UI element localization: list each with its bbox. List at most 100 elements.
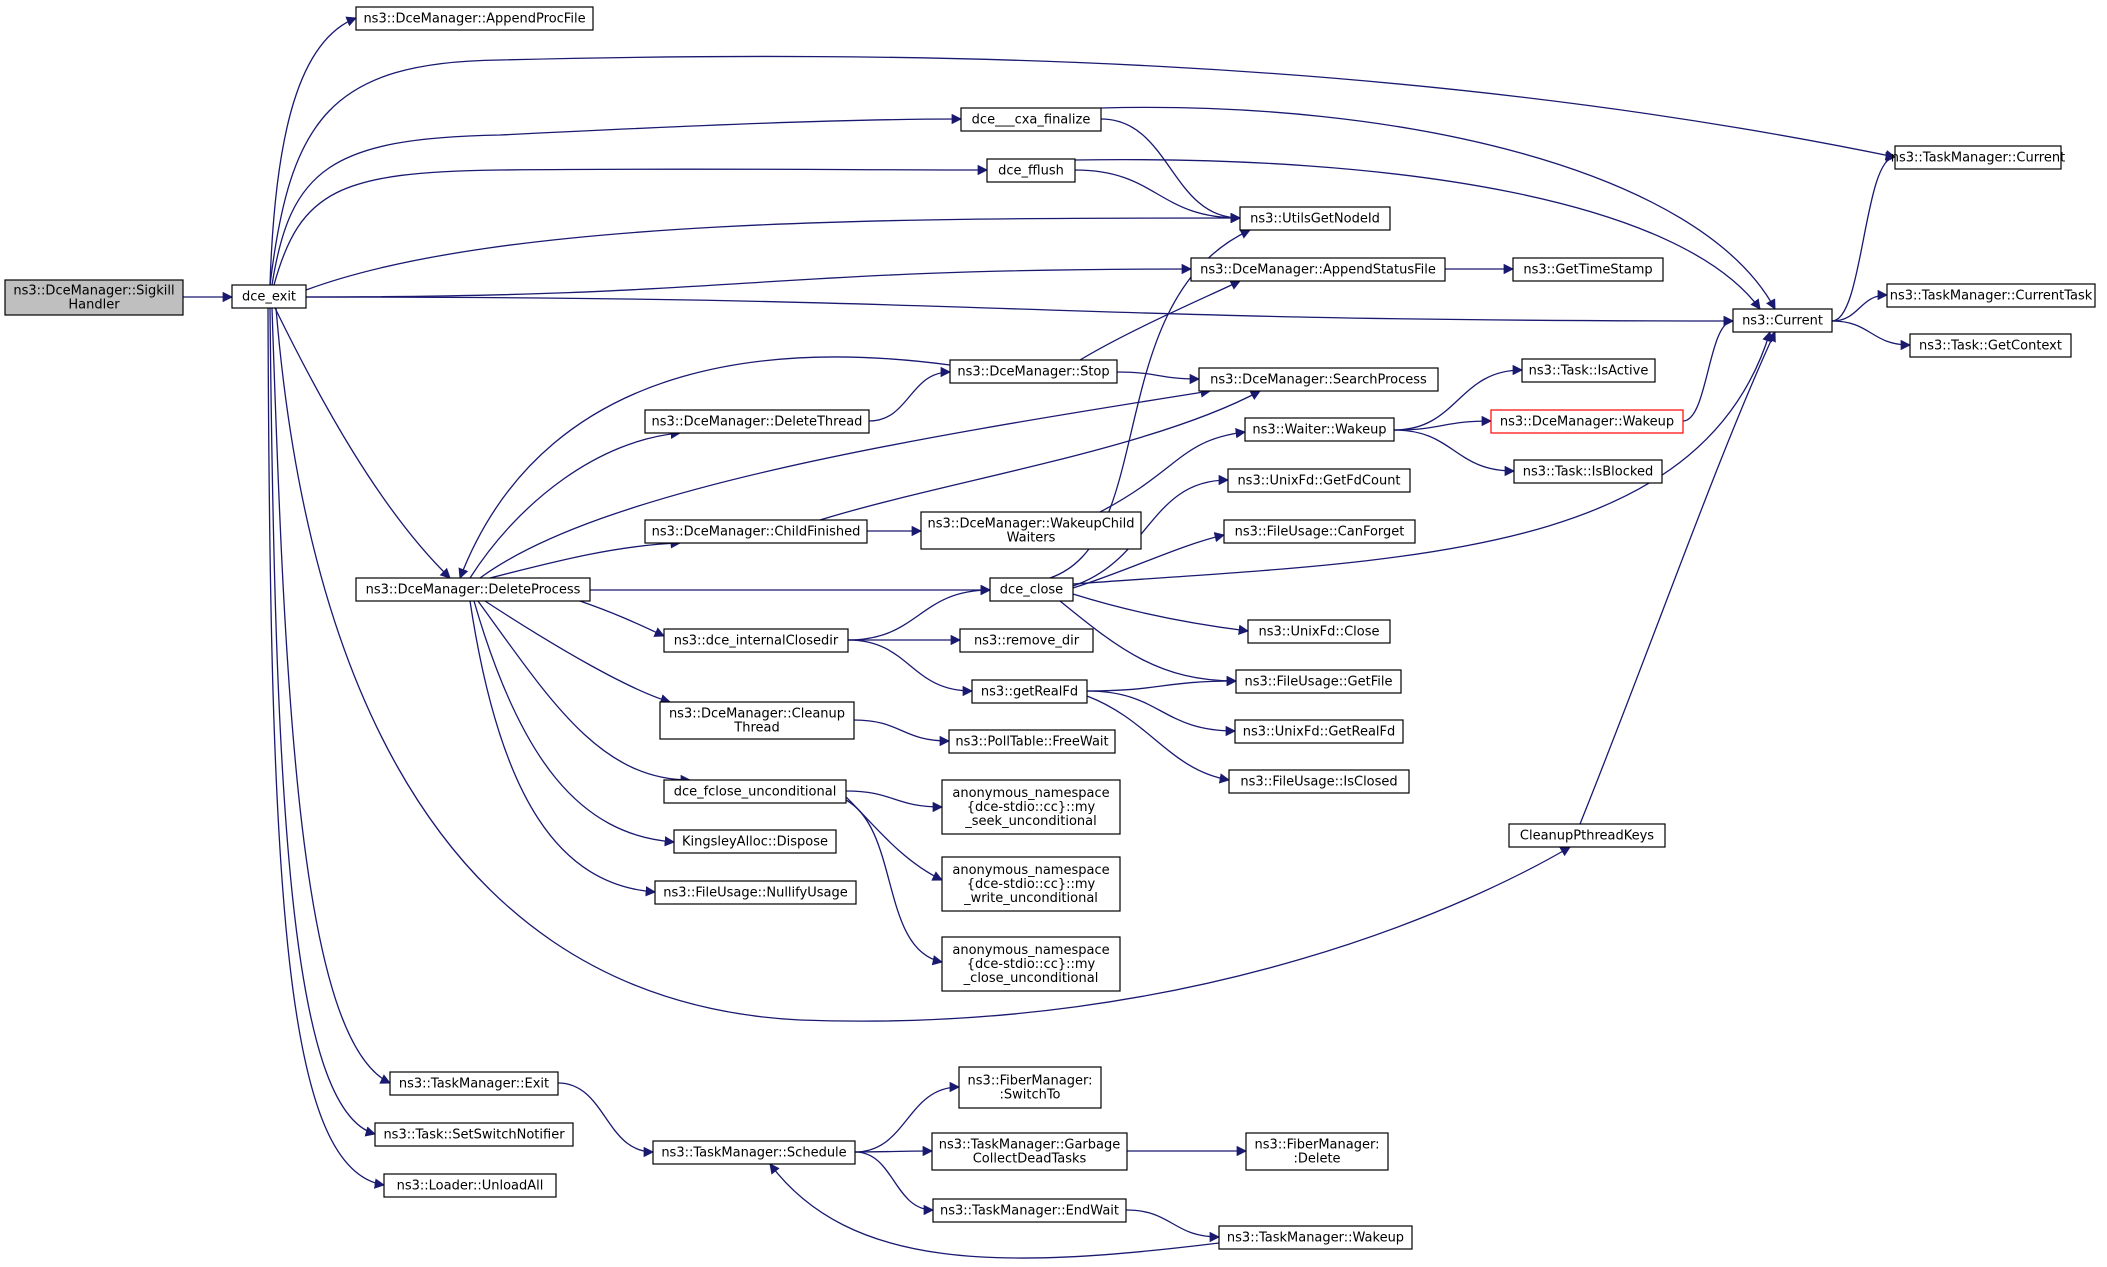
node-box bbox=[971, 679, 1088, 704]
node-box bbox=[644, 409, 870, 434]
edge-dce_close-to-getfdcount bbox=[1072, 474, 1230, 587]
node-dce-close[interactable]: dce_close bbox=[989, 577, 1074, 602]
edge-delproc-to-cleanup bbox=[484, 600, 671, 705]
node-label: _close_unconditional bbox=[963, 971, 1099, 986]
node-fm-delete[interactable]: ns3::FiberManager::Delete bbox=[1245, 1132, 1389, 1171]
node-tm-currenttask[interactable]: ns3::TaskManager::CurrentTask bbox=[1886, 283, 2096, 308]
node-isblocked[interactable]: ns3::Task::IsBlocked bbox=[1513, 459, 1663, 484]
node-getfile[interactable]: ns3::FileUsage::GetFile bbox=[1235, 669, 1402, 694]
edge-cleanupkeys-to-current bbox=[1579, 331, 1776, 825]
node-isclosed[interactable]: ns3::FileUsage::IsClosed bbox=[1228, 769, 1410, 794]
node-tm-current[interactable]: ns3::TaskManager::Current bbox=[1891, 145, 2065, 170]
node-label: ns3::DceManager::Wakeup bbox=[1500, 415, 1674, 430]
node-label: dce_fclose_unconditional bbox=[674, 785, 837, 800]
node-dm-wakeup[interactable]: ns3::DceManager::Wakeup bbox=[1490, 409, 1684, 434]
node-box bbox=[4, 279, 184, 316]
node-label: dce_fflush bbox=[998, 164, 1064, 179]
node-box bbox=[931, 1132, 1128, 1171]
edge-delproc-to-nullify bbox=[469, 600, 657, 897]
node-getfdcount[interactable]: ns3::UnixFd::GetFdCount bbox=[1227, 468, 1411, 493]
node-cleanupkeys[interactable]: CleanupPthreadKeys bbox=[1508, 823, 1666, 848]
node-stop[interactable]: ns3::DceManager::Stop bbox=[949, 359, 1118, 384]
node-fclose[interactable]: dce_fclose_unconditional bbox=[663, 779, 847, 804]
node-label: ns3::Task::SetSwitchNotifier bbox=[383, 1128, 565, 1143]
edge-childfin-to-search bbox=[819, 390, 1261, 521]
edge-stop-to-delproc bbox=[458, 356, 951, 579]
node-box bbox=[659, 701, 855, 740]
node-freewait[interactable]: ns3::PollTable::FreeWait bbox=[948, 729, 1116, 754]
edge-delproc-to-fclose bbox=[477, 600, 692, 786]
node-getrealfd[interactable]: ns3::getRealFd bbox=[971, 679, 1088, 704]
node-box bbox=[958, 1066, 1102, 1109]
edge-delproc-to-delthread bbox=[469, 428, 682, 579]
node-box bbox=[1235, 669, 1402, 694]
node-label: ns3::TaskManager::Schedule bbox=[661, 1146, 846, 1161]
node-label: _seek_unconditional bbox=[964, 814, 1096, 829]
node-switchto[interactable]: ns3::FiberManager::SwitchTo bbox=[958, 1066, 1102, 1109]
node-isactive[interactable]: ns3::Task::IsActive bbox=[1521, 358, 1656, 383]
node-fflush[interactable]: dce_fflush bbox=[986, 158, 1076, 183]
node-box bbox=[652, 1140, 856, 1165]
node-seek[interactable]: anonymous_namespace{dce-stdio::cc}::my_s… bbox=[941, 779, 1121, 835]
node-kingsley[interactable]: KingsleyAlloc::Dispose bbox=[673, 829, 837, 854]
node-canforget[interactable]: ns3::FileUsage::CanForget bbox=[1223, 519, 1416, 544]
node-label: dce_exit bbox=[242, 290, 296, 305]
node-getcontext[interactable]: ns3::Task::GetContext bbox=[1909, 333, 2072, 358]
node-ufd-getrealfd[interactable]: ns3::UnixFd::GetRealFd bbox=[1234, 719, 1404, 744]
node-box bbox=[389, 1071, 559, 1096]
node-write[interactable]: anonymous_namespace{dce-stdio::cc}::my_w… bbox=[941, 856, 1121, 912]
node-utils[interactable]: ns3::UtilsGetNodeId bbox=[1239, 206, 1391, 231]
node-closedir[interactable]: ns3::dce_internalClosedir bbox=[663, 628, 849, 653]
node-setswitch[interactable]: ns3::Task::SetSwitchNotifier bbox=[374, 1122, 574, 1147]
node-label: ns3::GetTimeStamp bbox=[1523, 263, 1652, 278]
edge-fclose-to-closeunc bbox=[845, 799, 944, 966]
node-box bbox=[1513, 459, 1663, 484]
node-label: ns3::UtilsGetNodeId bbox=[1250, 212, 1380, 227]
node-garbage[interactable]: ns3::TaskManager::GarbageCollectDeadTask… bbox=[931, 1132, 1128, 1171]
node-label: ns3::UnixFd::GetRealFd bbox=[1243, 725, 1396, 740]
node-box bbox=[231, 284, 307, 309]
node-dce-exit[interactable]: dce_exit bbox=[231, 284, 307, 309]
node-box bbox=[920, 511, 1142, 550]
node-box bbox=[1223, 519, 1416, 544]
edge-dce_exit-to-utils bbox=[305, 212, 1242, 291]
node-box bbox=[948, 729, 1116, 754]
node-label: ns3::DceManager::AppendStatusFile bbox=[1200, 263, 1436, 278]
edge-waiter-to-dm_wakeup bbox=[1393, 415, 1493, 431]
edge-delthread-to-stop bbox=[868, 366, 952, 422]
edge-closedir-to-dce_close bbox=[847, 584, 992, 641]
node-childfin[interactable]: ns3::DceManager::ChildFinished bbox=[644, 519, 868, 544]
node-schedule[interactable]: ns3::TaskManager::Schedule bbox=[652, 1140, 856, 1165]
edge-dce_exit-to-unloadall bbox=[267, 307, 386, 1189]
node-label: _write_unconditional bbox=[963, 891, 1098, 906]
node-append-proc[interactable]: ns3::DceManager::AppendProcFile bbox=[355, 6, 594, 31]
node-waiter[interactable]: ns3::Waiter::Wakeup bbox=[1244, 417, 1395, 442]
node-current[interactable]: ns3::Current bbox=[1732, 308, 1833, 333]
node-search[interactable]: ns3::DceManager::SearchProcess bbox=[1198, 367, 1439, 392]
edge-delproc-to-kingsley bbox=[473, 600, 676, 847]
node-endwait[interactable]: ns3::TaskManager::EndWait bbox=[932, 1198, 1127, 1223]
node-remove-dir[interactable]: ns3::remove_dir bbox=[959, 628, 1094, 653]
edge-tm_wakeup-to-schedule bbox=[769, 1163, 1220, 1259]
node-tm-wakeup[interactable]: ns3::TaskManager::Wakeup bbox=[1218, 1225, 1413, 1250]
node-nullify[interactable]: ns3::FileUsage::NullifyUsage bbox=[654, 880, 857, 905]
edge-stop-to-append_status bbox=[1079, 280, 1241, 361]
node-box bbox=[1894, 145, 2062, 170]
node-closeunc[interactable]: anonymous_namespace{dce-stdio::cc}::my_c… bbox=[941, 936, 1121, 992]
node-box bbox=[1198, 367, 1439, 392]
node-label: ns3::TaskManager::Current bbox=[1891, 151, 2065, 166]
edge-wakeupchild-to-waiter bbox=[1099, 427, 1247, 513]
node-ufd-close[interactable]: ns3::UnixFd::Close bbox=[1247, 619, 1391, 644]
node-tm-exit[interactable]: ns3::TaskManager::Exit bbox=[389, 1071, 559, 1096]
node-delthread[interactable]: ns3::DceManager::DeleteThread bbox=[644, 409, 870, 434]
node-timestamp[interactable]: ns3::GetTimeStamp bbox=[1512, 257, 1664, 282]
node-unloadall[interactable]: ns3::Loader::UnloadAll bbox=[383, 1173, 557, 1198]
node-append-status[interactable]: ns3::DceManager::AppendStatusFile bbox=[1190, 257, 1446, 282]
node-cxa[interactable]: dce___cxa_finalize bbox=[960, 107, 1102, 132]
node-delproc[interactable]: ns3::DceManager::DeleteProcess bbox=[355, 577, 591, 602]
edge-dce_exit-to-tm_exit bbox=[271, 307, 391, 1084]
